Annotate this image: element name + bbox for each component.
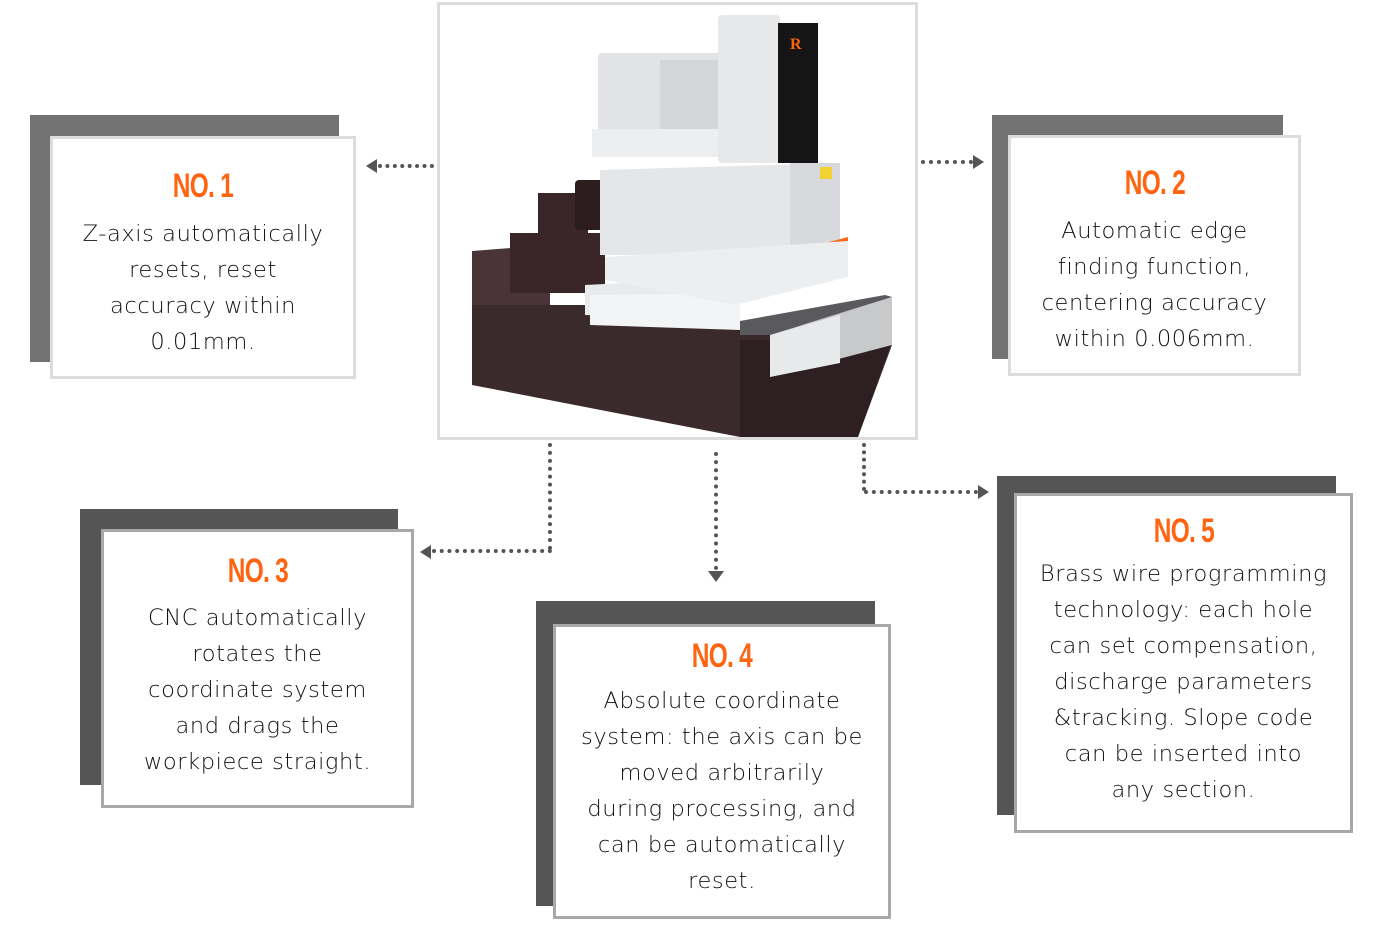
lower-housing xyxy=(605,241,848,305)
middle-housing xyxy=(600,163,840,255)
feature-card-no5: NO. 5 Brass wire programming technology:… xyxy=(1014,493,1353,833)
feature-card-no2: NO. 2 Automatic edge finding function, c… xyxy=(1008,135,1301,376)
left-column xyxy=(510,233,605,293)
arrow-right-icon xyxy=(973,155,984,169)
connector-no3-vertical xyxy=(548,443,552,550)
feature-title: NO. 1 xyxy=(172,167,234,205)
arrow-left-icon xyxy=(420,545,431,559)
black-control-panel xyxy=(778,23,818,163)
feature-title: NO. 3 xyxy=(227,552,288,590)
feature-card-no4: NO. 4 Absolute coordinate system: the ax… xyxy=(553,624,891,919)
arrow-down-icon xyxy=(708,571,724,582)
arrow-left-icon xyxy=(366,159,377,173)
feature-description: Z-axis automatically resets, reset accur… xyxy=(82,221,324,355)
feature-card-no3: NO. 3 CNC automatically rotates the coor… xyxy=(101,529,414,808)
feature-title: NO. 5 xyxy=(1153,512,1214,550)
arrow-right-icon xyxy=(978,485,989,499)
connector-no2 xyxy=(921,160,973,164)
feature-description: CNC automatically rotates the coordinate… xyxy=(143,605,372,775)
carriage-front xyxy=(590,293,740,330)
feature-title: NO. 4 xyxy=(691,637,753,675)
feature-title: NO. 2 xyxy=(1124,164,1185,202)
wire-spool xyxy=(575,180,605,230)
connector-no1 xyxy=(378,164,434,168)
feature-description: Absolute coordinate system: the axis can… xyxy=(581,688,863,894)
connector-no3-horizontal xyxy=(432,549,552,553)
product-image-frame: R xyxy=(437,2,918,440)
wire-cut-machine-illustration: R xyxy=(472,15,892,437)
connector-no5-horizontal xyxy=(864,490,978,494)
steel-rail-highlight xyxy=(770,315,840,377)
connector-no5-vertical xyxy=(862,443,866,491)
brand-logo-icon: R xyxy=(790,36,802,53)
connector-no4 xyxy=(714,452,718,570)
work-tank xyxy=(740,295,892,335)
middle-housing-side xyxy=(790,163,840,255)
feature-card-no1: NO. 1 Z-axis automatically resets, reset… xyxy=(50,136,356,379)
column-tower xyxy=(718,15,780,163)
feature-description: Automatic edge finding function, centeri… xyxy=(1041,218,1268,352)
warning-label xyxy=(820,167,832,179)
feature-description: Brass wire programming technology: each … xyxy=(1039,561,1328,803)
